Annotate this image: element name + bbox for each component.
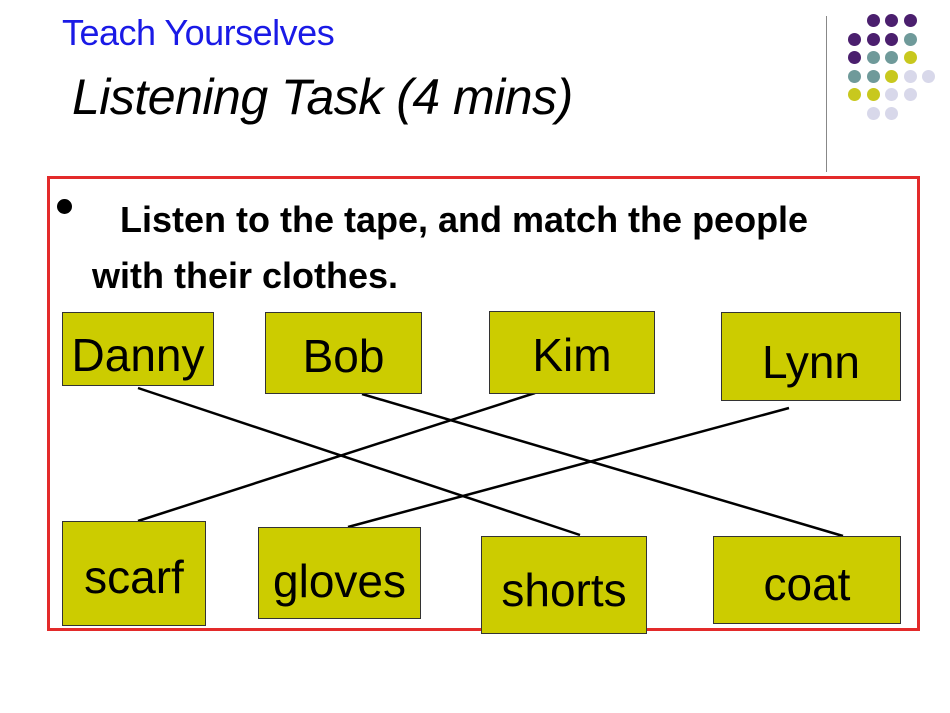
- decorative-dot: [866, 88, 880, 101]
- person-tag-kim: Kim: [489, 311, 655, 394]
- decorative-dot: [866, 14, 880, 27]
- decorative-dot: [903, 14, 917, 27]
- decorative-dot: [866, 51, 880, 64]
- decorative-dot: [903, 51, 917, 64]
- decorative-divider: [826, 16, 827, 172]
- decorative-dot: [922, 69, 935, 83]
- person-tag-lynn: Lynn: [721, 312, 901, 401]
- instruction-text: Listen to the tape, and match the people…: [92, 199, 809, 296]
- decorative-dot: [866, 32, 880, 46]
- slide-subtitle: Listening Task (4 mins): [72, 69, 573, 125]
- clothing-tag-shorts: shorts: [481, 536, 647, 634]
- clothing-tag-scarf: scarf: [62, 521, 206, 626]
- decorative-dot: [848, 32, 861, 46]
- decorative-dot: [885, 32, 898, 46]
- decorative-dot: [885, 69, 898, 83]
- decorative-dot: [848, 69, 861, 83]
- slide-title: Teach Yourselves: [62, 12, 335, 53]
- clothing-tag-gloves: gloves: [258, 527, 421, 619]
- decorative-dot: [903, 32, 917, 46]
- bullet-icon: [57, 199, 72, 214]
- decorative-dot: [903, 88, 917, 101]
- decorative-dot: [885, 14, 898, 27]
- decorative-dot: [885, 88, 898, 101]
- person-tag-danny: Danny: [62, 312, 214, 386]
- decorative-dot: [848, 51, 861, 64]
- decorative-dot: [848, 88, 861, 101]
- decorative-dot: [866, 69, 880, 83]
- decorative-dot: [885, 51, 898, 64]
- decorative-dot: [903, 69, 917, 83]
- person-tag-bob: Bob: [265, 312, 422, 394]
- clothing-tag-coat: coat: [713, 536, 901, 624]
- decorative-dot: [885, 106, 898, 120]
- decorative-dot: [866, 106, 880, 120]
